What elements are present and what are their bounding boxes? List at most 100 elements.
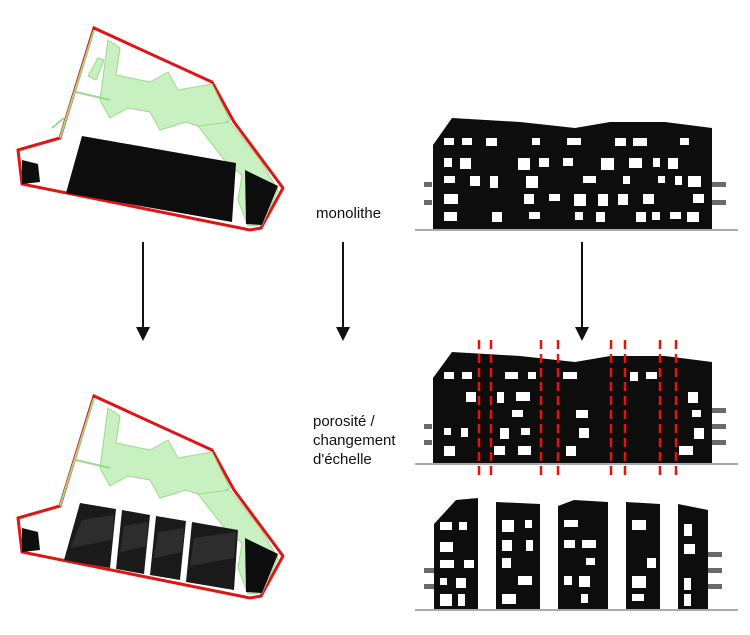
window bbox=[440, 594, 452, 606]
windows bbox=[440, 520, 695, 606]
window bbox=[518, 576, 532, 585]
window bbox=[460, 158, 471, 169]
window bbox=[539, 158, 549, 167]
window bbox=[444, 212, 457, 221]
window bbox=[563, 158, 573, 166]
window bbox=[582, 540, 596, 548]
window bbox=[596, 212, 605, 222]
window bbox=[524, 194, 534, 204]
window bbox=[675, 176, 682, 185]
window bbox=[440, 578, 447, 585]
label-porosite-line-2: changement bbox=[313, 432, 396, 449]
window bbox=[563, 372, 577, 379]
window bbox=[459, 522, 467, 530]
window bbox=[623, 176, 630, 184]
window bbox=[462, 138, 472, 145]
label-porosite-line-1: porosité / bbox=[313, 413, 375, 430]
window bbox=[518, 446, 531, 455]
site-plan-porous bbox=[16, 393, 285, 600]
window bbox=[444, 446, 455, 456]
window bbox=[684, 594, 691, 606]
window bbox=[633, 138, 647, 146]
elevation-cut bbox=[415, 340, 738, 476]
block-3 bbox=[558, 500, 608, 609]
window bbox=[574, 194, 586, 206]
block-4 bbox=[626, 502, 660, 609]
window bbox=[470, 176, 480, 186]
window bbox=[494, 446, 505, 455]
window bbox=[586, 558, 595, 565]
window bbox=[579, 428, 589, 438]
window bbox=[440, 542, 453, 552]
existing-building-east bbox=[245, 538, 278, 593]
window bbox=[444, 372, 454, 379]
window bbox=[668, 158, 678, 169]
window bbox=[694, 428, 704, 439]
window bbox=[684, 578, 691, 590]
window bbox=[576, 410, 588, 418]
window bbox=[688, 392, 698, 403]
window bbox=[461, 428, 468, 437]
site-plan-monolith bbox=[16, 25, 285, 232]
window bbox=[629, 158, 642, 168]
window bbox=[687, 212, 699, 222]
balconies bbox=[424, 552, 722, 589]
window bbox=[444, 194, 458, 204]
window bbox=[647, 558, 656, 568]
window bbox=[505, 372, 518, 379]
window bbox=[579, 576, 590, 587]
window bbox=[692, 410, 701, 417]
window bbox=[684, 544, 695, 554]
window bbox=[601, 158, 614, 170]
block-1 bbox=[434, 498, 478, 609]
window bbox=[632, 576, 646, 588]
window bbox=[444, 158, 452, 167]
path-lines bbox=[51, 29, 111, 139]
window bbox=[464, 560, 474, 568]
window bbox=[529, 212, 540, 219]
window bbox=[462, 372, 472, 379]
window bbox=[440, 522, 452, 530]
existing-building-corner bbox=[22, 528, 40, 552]
balconies bbox=[424, 182, 726, 205]
window bbox=[652, 212, 660, 220]
existing-building-east bbox=[245, 170, 278, 225]
window bbox=[658, 176, 665, 183]
window bbox=[486, 138, 497, 146]
window bbox=[532, 138, 540, 145]
windows bbox=[444, 138, 704, 222]
window bbox=[693, 194, 704, 203]
balconies bbox=[424, 408, 726, 445]
window bbox=[458, 594, 465, 606]
window bbox=[684, 524, 692, 536]
window bbox=[575, 212, 583, 220]
window bbox=[598, 194, 608, 206]
window bbox=[581, 594, 588, 603]
window bbox=[566, 446, 576, 456]
window bbox=[679, 446, 693, 455]
window bbox=[688, 176, 701, 187]
window bbox=[440, 560, 454, 568]
window bbox=[444, 428, 451, 435]
arrows bbox=[136, 242, 589, 341]
label-monolithe: monolithe bbox=[316, 205, 382, 222]
window bbox=[500, 428, 509, 439]
existing-building-corner bbox=[22, 160, 40, 184]
window bbox=[444, 176, 455, 183]
window bbox=[670, 212, 681, 219]
window bbox=[521, 428, 530, 435]
window bbox=[646, 372, 657, 379]
window bbox=[636, 212, 646, 222]
label-porosite: porosité / changement d'échelle bbox=[313, 412, 423, 469]
elevation-separated bbox=[415, 498, 738, 611]
window bbox=[512, 410, 523, 417]
path-lines bbox=[59, 397, 111, 507]
window bbox=[516, 392, 530, 401]
window bbox=[502, 520, 514, 532]
window bbox=[528, 372, 536, 379]
window bbox=[525, 520, 532, 528]
block-2 bbox=[496, 502, 540, 609]
window bbox=[444, 138, 454, 145]
window bbox=[618, 194, 628, 205]
